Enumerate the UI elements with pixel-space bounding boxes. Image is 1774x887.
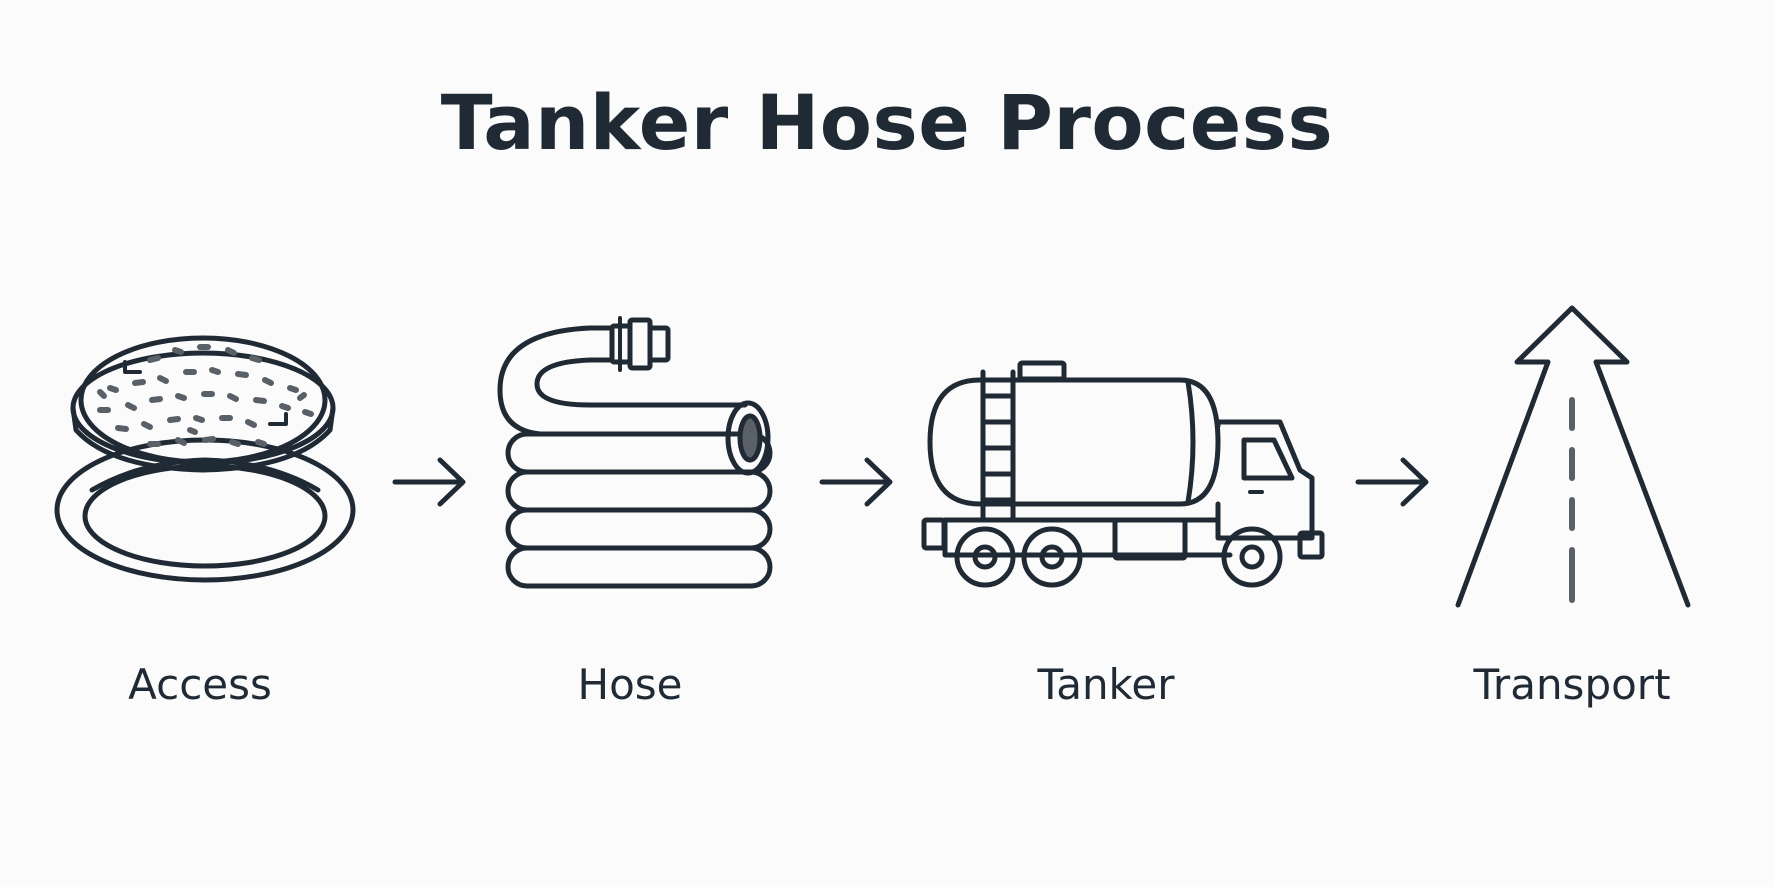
diagram-title: Tanker Hose Process [440, 78, 1334, 167]
coiled-hose-icon [497, 316, 773, 589]
step-label-access: Access [128, 660, 272, 709]
arrow-right-icon [819, 457, 893, 507]
tanker-truck-icon [921, 360, 1325, 588]
manhole-cover-icon [54, 335, 356, 583]
arrow-right-icon [392, 457, 466, 507]
step-label-tanker: Tanker [1037, 660, 1175, 709]
step-label-transport: Transport [1473, 660, 1671, 709]
road-arrow-icon [1455, 305, 1691, 608]
step-label-hose: Hose [577, 660, 683, 709]
arrow-right-icon [1355, 457, 1429, 507]
